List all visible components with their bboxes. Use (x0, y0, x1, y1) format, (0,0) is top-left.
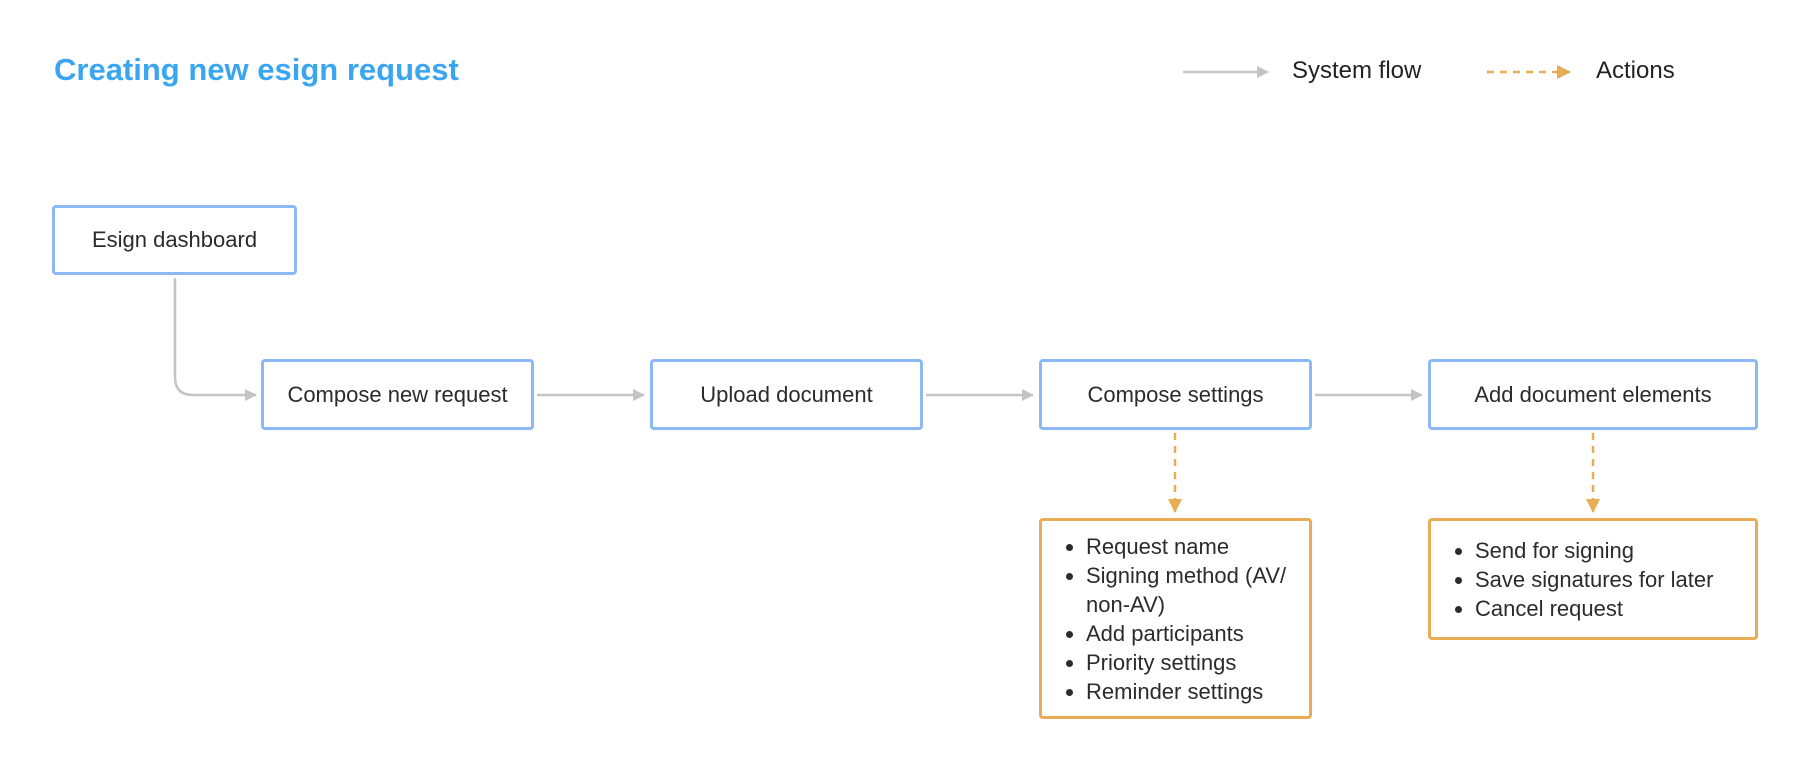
node-upload-document: Upload document (650, 359, 923, 430)
action-item: Cancel request (1475, 594, 1713, 623)
action-item: Signing method (AV/ non-AV) (1086, 561, 1309, 619)
node-label: Compose settings (1087, 381, 1264, 407)
node-esign-dashboard: Esign dashboard (52, 205, 297, 275)
action-item: Save signatures for later (1475, 565, 1713, 594)
action-item: Add participants (1086, 619, 1309, 648)
node-label: Compose new request (287, 381, 508, 407)
node-compose-settings: Compose settings (1039, 359, 1312, 430)
actions-list: Send for signing Save signatures for lat… (1431, 536, 1713, 623)
node-compose-new-request: Compose new request (261, 359, 534, 430)
diagram-title: Creating new esign request (54, 52, 459, 87)
actions-list: Request name Signing method (AV/ non-AV)… (1042, 532, 1309, 706)
actions-box-compose-settings: Request name Signing method (AV/ non-AV)… (1039, 518, 1312, 719)
node-add-document-elements: Add document elements (1428, 359, 1758, 430)
flow-arrow-dashboard-to-compose (173, 278, 257, 401)
action-item: Send for signing (1475, 536, 1713, 565)
action-item: Reminder settings (1086, 677, 1309, 706)
legend-system-flow-label: System flow (1292, 57, 1422, 84)
node-label: Add document elements (1474, 381, 1712, 407)
actions-box-add-document-elements: Send for signing Save signatures for lat… (1428, 518, 1758, 640)
action-item: Priority settings (1086, 648, 1309, 677)
node-label: Upload document (700, 381, 873, 407)
legend-actions-label: Actions (1596, 57, 1675, 84)
action-item: Request name (1086, 532, 1309, 561)
node-label: Esign dashboard (91, 227, 258, 252)
